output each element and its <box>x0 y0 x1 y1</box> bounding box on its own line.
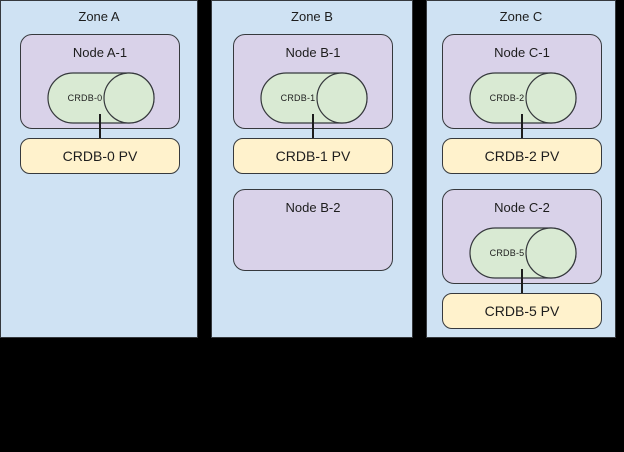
node-box-b-1[interactable]: Node B-1 CRDB-1 <box>233 34 393 129</box>
database-cylinder-icon <box>469 72 577 124</box>
database-cylinder-icon <box>47 72 155 124</box>
zone-title-a: Zone A <box>78 9 120 24</box>
database-cylinder-icon <box>469 227 577 279</box>
node-title-c-1: Node C-1 <box>494 45 550 60</box>
node-box-a-1[interactable]: Node A-1 CRDB-0 <box>20 34 180 129</box>
zone-panel-b[interactable]: Zone B Node B-1 CRDB-1 CRDB-1 PV Node B-… <box>211 0 413 338</box>
pv-box-crdb-0[interactable]: CRDB-0 PV <box>20 138 180 174</box>
node-title-a-1: Node A-1 <box>72 45 128 60</box>
database-label-crdb-5: CRDB-5 <box>489 248 525 258</box>
connector-node-c-1-to-crdb-2-pv <box>521 114 523 139</box>
zone-title-c: Zone C <box>499 9 543 24</box>
zone-title-b: Zone B <box>291 9 333 24</box>
database-label-crdb-1: CRDB-1 <box>280 93 316 103</box>
pv-box-crdb-1[interactable]: CRDB-1 PV <box>233 138 393 174</box>
pv-box-crdb-5[interactable]: CRDB-5 PV <box>442 293 602 329</box>
database-cylinder-crdb-1[interactable]: CRDB-1 <box>260 72 368 124</box>
node-box-c-1[interactable]: Node C-1 CRDB-2 <box>442 34 602 129</box>
database-cylinder-crdb-2[interactable]: CRDB-2 <box>469 72 577 124</box>
node-box-c-2[interactable]: Node C-2 CRDB-5 <box>442 189 602 284</box>
connector-node-c-2-to-crdb-5-pv <box>521 269 523 294</box>
database-cylinder-crdb-5[interactable]: CRDB-5 <box>469 227 577 279</box>
database-label-crdb-0: CRDB-0 <box>67 93 103 103</box>
node-box-b-2[interactable]: Node B-2 <box>233 189 393 271</box>
connector-node-a-1-to-crdb-0-pv <box>99 114 101 139</box>
zone-panel-c[interactable]: Zone C Node C-1 CRDB-2 CRDB-2 PV Node C-… <box>426 0 616 338</box>
database-cylinder-icon <box>260 72 368 124</box>
database-label-crdb-2: CRDB-2 <box>489 93 525 103</box>
zone-panel-a[interactable]: Zone A Node A-1 CRDB-0 CRDB-0 PV <box>0 0 198 338</box>
node-title-b-2: Node B-2 <box>285 200 341 215</box>
node-title-b-1: Node B-1 <box>285 45 341 60</box>
connector-node-b-1-to-crdb-1-pv <box>312 114 314 139</box>
database-cylinder-crdb-0[interactable]: CRDB-0 <box>47 72 155 124</box>
node-title-c-2: Node C-2 <box>494 200 550 215</box>
pv-box-crdb-2[interactable]: CRDB-2 PV <box>442 138 602 174</box>
